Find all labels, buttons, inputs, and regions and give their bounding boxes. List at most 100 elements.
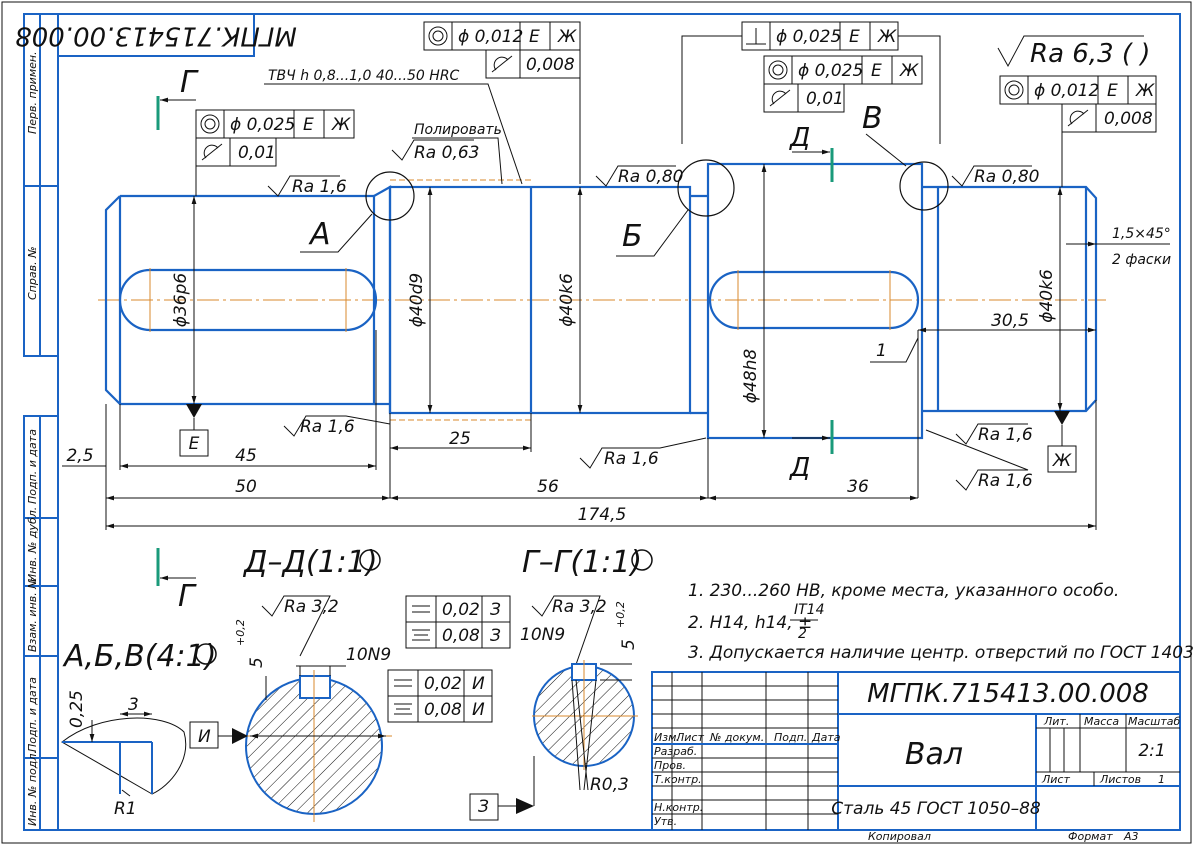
detail-abv xyxy=(61,711,187,797)
rotation-marks xyxy=(195,549,653,665)
detail-letter-b: Б xyxy=(622,219,643,254)
tb-sheets-n: 1 xyxy=(1158,773,1165,786)
tb-lit: Лит. xyxy=(1043,715,1069,728)
footer-copied: Копировал xyxy=(868,830,931,843)
view-title-gg: Г–Г(1:1) xyxy=(522,545,642,580)
fcf2-value: ϕ 0,025 xyxy=(230,115,295,135)
callout-1: 1 xyxy=(876,341,887,361)
fraction-denominator: 2 xyxy=(798,626,807,642)
stamp-podp-data-2: Подп. и дата xyxy=(26,677,39,752)
dim-d40k6a: ϕ40k6 xyxy=(557,273,577,327)
stamp-perv-primen: Перв. примен. xyxy=(26,51,39,134)
abv-dim-025: 0,25 xyxy=(67,690,87,728)
detail-leaders xyxy=(300,133,919,363)
fcf4-run: 0,01 xyxy=(806,89,844,109)
tb-tkontr: Т.контр. xyxy=(654,773,702,786)
tb-izm: Изм. xyxy=(654,731,680,744)
tb-list: Лист xyxy=(675,731,704,744)
dim-d40d9: ϕ40d9 xyxy=(407,273,427,327)
tb-prov: Пров. xyxy=(654,759,686,772)
fcf5-e: Е xyxy=(1107,81,1118,101)
side-stamp xyxy=(23,13,59,831)
fcf5-value: ϕ 0,012 xyxy=(1034,81,1099,101)
fcf-g2-d: И xyxy=(472,700,485,720)
gg-depth-tol: +0,2 xyxy=(614,601,627,628)
fcf5-run: 0,008 xyxy=(1104,109,1153,129)
dim-50: 50 xyxy=(235,477,257,497)
gg-radius: R0,3 xyxy=(590,775,629,795)
fcf1-zh: Ж xyxy=(557,27,577,47)
tb-podp: Подп. xyxy=(774,731,807,744)
dim-2-5: 2,5 xyxy=(66,446,93,466)
abv-radius: R1 xyxy=(114,799,137,819)
fcf1-value: ϕ 0,012 xyxy=(458,27,523,47)
datum-e-label: Е xyxy=(189,434,200,454)
dim-30-5: 30,5 xyxy=(991,311,1029,331)
ra-8: Ra 1,6 xyxy=(978,471,1033,491)
footer-format: Формат xyxy=(1068,830,1113,843)
footer-format-value: А3 xyxy=(1123,830,1139,843)
fcf1-e: Е xyxy=(529,27,540,47)
view-title-abv: А,Б,В(4:1) xyxy=(62,639,216,674)
section-g-bottom: Г xyxy=(178,579,197,614)
stamp-podp-data-1: Подп. и дата xyxy=(26,429,39,504)
section-d-top: Д xyxy=(789,123,810,153)
datum-zh-label: Ж xyxy=(1052,451,1072,471)
fcf-g2-a: 0,02 xyxy=(424,674,462,694)
dim-56: 56 xyxy=(537,477,559,497)
gg-width-10n9: 10N9 xyxy=(520,625,565,645)
tb-scale: 2:1 xyxy=(1138,741,1165,761)
ra-2: Ra 0,63 xyxy=(414,143,480,163)
section-d-bottom: Д xyxy=(789,453,810,483)
fcf4-zh: Ж xyxy=(899,61,919,81)
dim-d48: ϕ48h8 xyxy=(741,349,761,404)
fcf-g2-b: И xyxy=(472,674,485,694)
tb-material: Сталь 45 ГОСТ 1050–88 xyxy=(831,799,1041,819)
ra-7: Ra 1,6 xyxy=(978,425,1033,445)
stamp-inv-podl: Инв. № подл. xyxy=(26,750,39,826)
detail-letter-v: В xyxy=(862,101,883,136)
fcf2-run: 0,01 xyxy=(238,143,276,163)
datum-e xyxy=(179,404,209,457)
tb-razrab: Разраб. xyxy=(654,745,697,758)
section-arrows xyxy=(160,97,830,581)
dd-width-10n9: 10N9 xyxy=(346,645,391,665)
ra-10: Ra 3,2 xyxy=(552,597,607,617)
title-block xyxy=(651,671,1181,831)
fcf5-zh: Ж xyxy=(1135,81,1155,101)
tb-sheets: Листов xyxy=(1099,773,1141,786)
fcf-g1-c: 0,08 xyxy=(442,626,480,646)
stamp-inv-dubl: Инв. № дубл. xyxy=(26,507,39,582)
fcf3-e: Е xyxy=(849,27,860,47)
dim-174-5: 174,5 xyxy=(578,505,627,525)
fcf2-zh: Ж xyxy=(331,115,351,135)
fcf2-e: Е xyxy=(303,115,314,135)
gg-depth-5: 5 xyxy=(619,639,639,650)
datum-i-label: И xyxy=(198,727,211,747)
keyway-hidden xyxy=(149,179,891,421)
fcf4-value: ϕ 0,025 xyxy=(798,61,863,81)
tb-data: Дата xyxy=(811,731,841,744)
diameter-dims xyxy=(191,164,1063,438)
stamp-vzam-inv: Взам. инв. № xyxy=(26,577,39,652)
datum-zh xyxy=(1047,411,1077,473)
tech-note-3: 3. Допускается наличие центр. отверстий … xyxy=(688,643,1194,663)
tech-note-1: 1. 230...260 HB, кроме места, указанного… xyxy=(688,581,1119,601)
section-g-top: Г xyxy=(180,65,199,100)
ra-3: Ra 0,80 xyxy=(618,167,684,187)
tb-scale-header: Масштаб xyxy=(1128,715,1180,728)
fcf-boxes xyxy=(195,21,1157,723)
fcf3-value: ϕ 0,025 xyxy=(776,27,841,47)
tech-note-2: 2. H14, h14, ± xyxy=(688,613,812,633)
dd-depth-5: 5 xyxy=(247,657,267,668)
dim-36: 36 xyxy=(847,477,869,497)
fcf-g1-b: З xyxy=(490,600,501,620)
detail-circles xyxy=(365,159,949,221)
fcf-g1-d: З xyxy=(490,626,501,646)
tb-designation: МГПК.715413.00.008 xyxy=(867,679,1149,709)
shaft-body xyxy=(104,162,1098,440)
tb-nkontr: Н.контр. xyxy=(654,801,703,814)
fraction-numerator: IT14 xyxy=(794,602,825,618)
